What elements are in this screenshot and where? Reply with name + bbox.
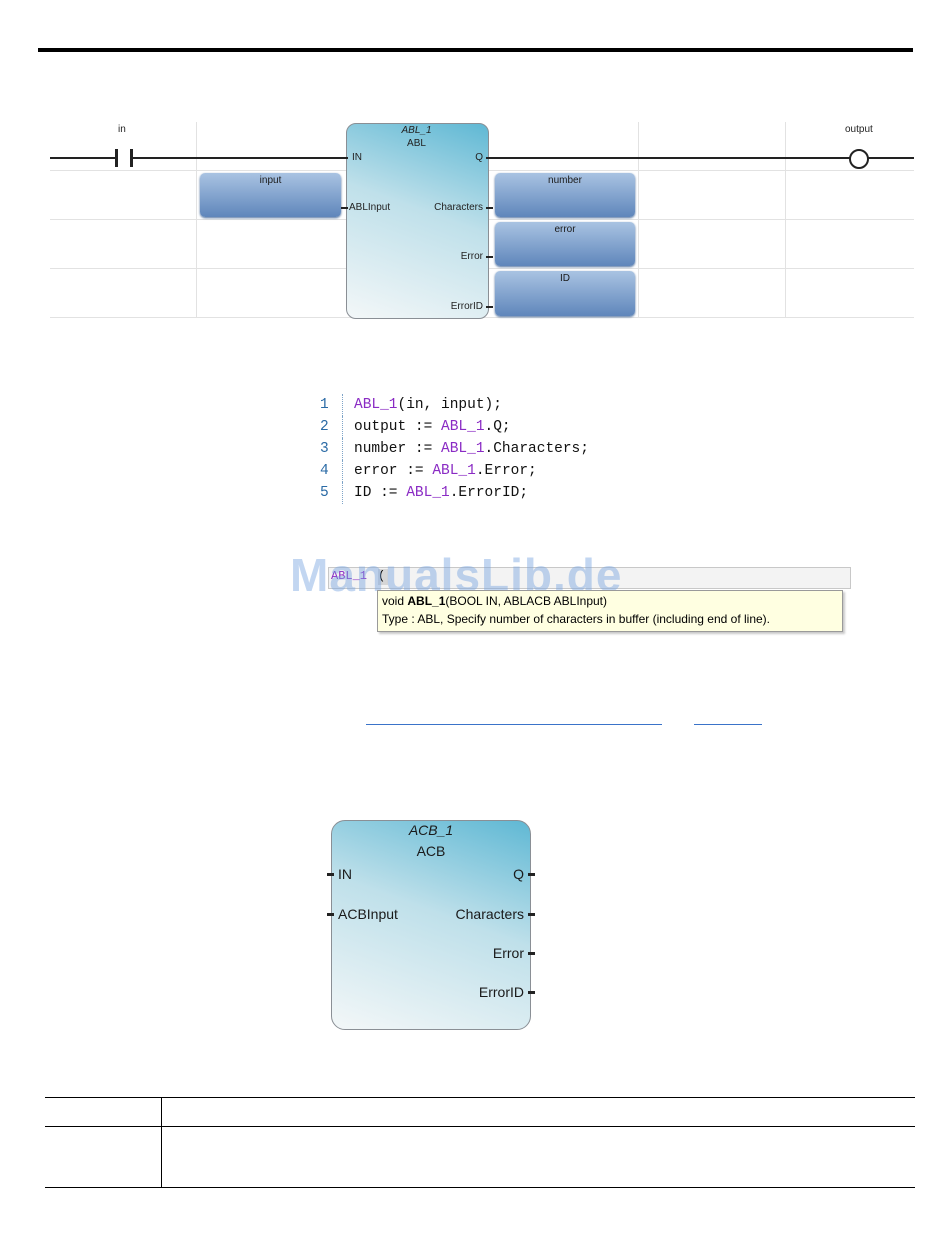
pin-ablinput-label: ABLInput [349, 202, 391, 213]
tooltip-line-2: Type : ABL, Specify number of characters… [382, 612, 770, 626]
gutter [342, 438, 344, 460]
line-number: 5 [320, 485, 329, 501]
code-text: .Q; [484, 419, 511, 435]
code-line: 5 ID := ABL_1.ErrorID; [320, 482, 589, 504]
code-identifier: ABL_1 [354, 397, 398, 413]
line-number: 3 [320, 441, 329, 457]
code-line: 3 number := ABL_1.Characters; [320, 438, 589, 460]
block-type-name: ABL [407, 138, 426, 149]
code-text: output := [354, 419, 442, 435]
grid-line [196, 122, 197, 318]
coil-label: output [845, 124, 873, 135]
pin [486, 256, 493, 258]
code-identifier: ABL_1 [406, 485, 450, 501]
typed-text: ABL_1 [331, 569, 368, 583]
code-text: .Characters; [484, 441, 589, 457]
gutter [342, 416, 344, 438]
table-rule [45, 1187, 915, 1188]
code-line: 4 error := ABL_1.Error; [320, 460, 589, 482]
gutter [342, 394, 344, 416]
code-text: number := [354, 441, 442, 457]
acb-instance-name: ACB_1 [408, 822, 454, 838]
pin-error-label: Error [460, 251, 483, 262]
pin [486, 306, 493, 308]
acb-block-body [331, 820, 531, 1030]
block-instance-name: ABL_1 [401, 125, 432, 136]
code-identifier: ABL_1 [432, 463, 476, 479]
code-line: 1 ABL_1(in, input); [320, 394, 589, 416]
gutter [342, 460, 344, 482]
table-rule [45, 1126, 915, 1127]
ladder-diagram: in output input ABL_1 ABL IN ABLInput Q … [0, 0, 950, 340]
acb-pin-errorid-label: ErrorID [478, 984, 524, 1000]
editor-line[interactable] [328, 567, 851, 589]
output-variable-box[interactable]: number [495, 173, 635, 217]
output-variable-label: error [554, 224, 576, 235]
header-rule [38, 48, 913, 52]
input-variable-label: input [259, 175, 282, 186]
acb-pin-in-label: IN [338, 866, 352, 882]
line-number: 2 [320, 419, 329, 435]
rung-wire [486, 157, 850, 159]
pin [528, 873, 535, 876]
pin-q-label: Q [475, 152, 483, 163]
acb-pin-q-label: Q [513, 866, 524, 882]
tooltip-line-1: void ABL_1(BOOL IN, ABLACB ABLInput) [382, 592, 842, 610]
acb-pin-acbinput-label: ACBInput [338, 906, 398, 922]
gutter [342, 482, 344, 504]
pin [486, 207, 493, 209]
caret-char: ( [378, 569, 388, 585]
output-variable-box[interactable]: ID [495, 271, 635, 316]
pin [341, 157, 348, 159]
rung-wire [133, 157, 343, 159]
line-number: 1 [320, 397, 329, 413]
link-underline[interactable] [366, 724, 662, 725]
code-text: ID := [354, 485, 407, 501]
pin [528, 952, 535, 955]
rung-wire [50, 157, 115, 159]
table-rule [45, 1097, 915, 1098]
pin [486, 157, 493, 159]
coil-icon[interactable] [849, 149, 869, 169]
contact-icon[interactable] [115, 149, 118, 167]
contact-label: in [118, 124, 126, 135]
code-text: .Error; [475, 463, 537, 479]
tooltip-prefix: void [382, 594, 408, 608]
line-number: 4 [320, 463, 329, 479]
pin-characters-label: Characters [434, 202, 483, 213]
link-underline[interactable] [694, 724, 762, 725]
pin [528, 913, 535, 916]
rung-wire [868, 157, 914, 159]
pin [341, 207, 348, 209]
pin [528, 991, 535, 994]
code-line: 2 output := ABL_1.Q; [320, 416, 589, 438]
code-text: (in, input); [397, 397, 502, 413]
pin-errorid-label: ErrorID [450, 301, 483, 312]
contact-icon[interactable] [130, 149, 133, 167]
abl-function-block[interactable] [346, 123, 489, 319]
output-variable-box[interactable]: error [495, 222, 635, 266]
acb-type-name: ACB [416, 843, 446, 859]
acb-function-block[interactable]: ACB_1 ACB IN ACBInput Q Characters Error… [327, 820, 535, 1030]
tooltip-signature: (BOOL IN, ABLACB ABLInput) [445, 594, 608, 608]
pin [327, 873, 334, 876]
tooltip-name: ABL_1 [407, 594, 446, 608]
code-identifier: ABL_1 [441, 441, 485, 457]
pin [327, 913, 334, 916]
pin-in-label: IN [352, 152, 362, 163]
code-text: error := [354, 463, 433, 479]
code-text: .ErrorID; [449, 485, 529, 501]
grid-line [785, 122, 786, 318]
signature-tooltip: void ABL_1(BOOL IN, ABLACB ABLInput) Typ… [377, 590, 843, 632]
grid-line [638, 122, 639, 318]
code-identifier: ABL_1 [441, 419, 485, 435]
table-divider [161, 1097, 162, 1187]
output-variable-label: ID [560, 273, 570, 284]
acb-pin-characters-label: Characters [455, 906, 524, 922]
input-variable-box[interactable]: input [200, 173, 341, 217]
acb-pin-error-label: Error [492, 945, 524, 961]
output-variable-label: number [548, 175, 582, 186]
